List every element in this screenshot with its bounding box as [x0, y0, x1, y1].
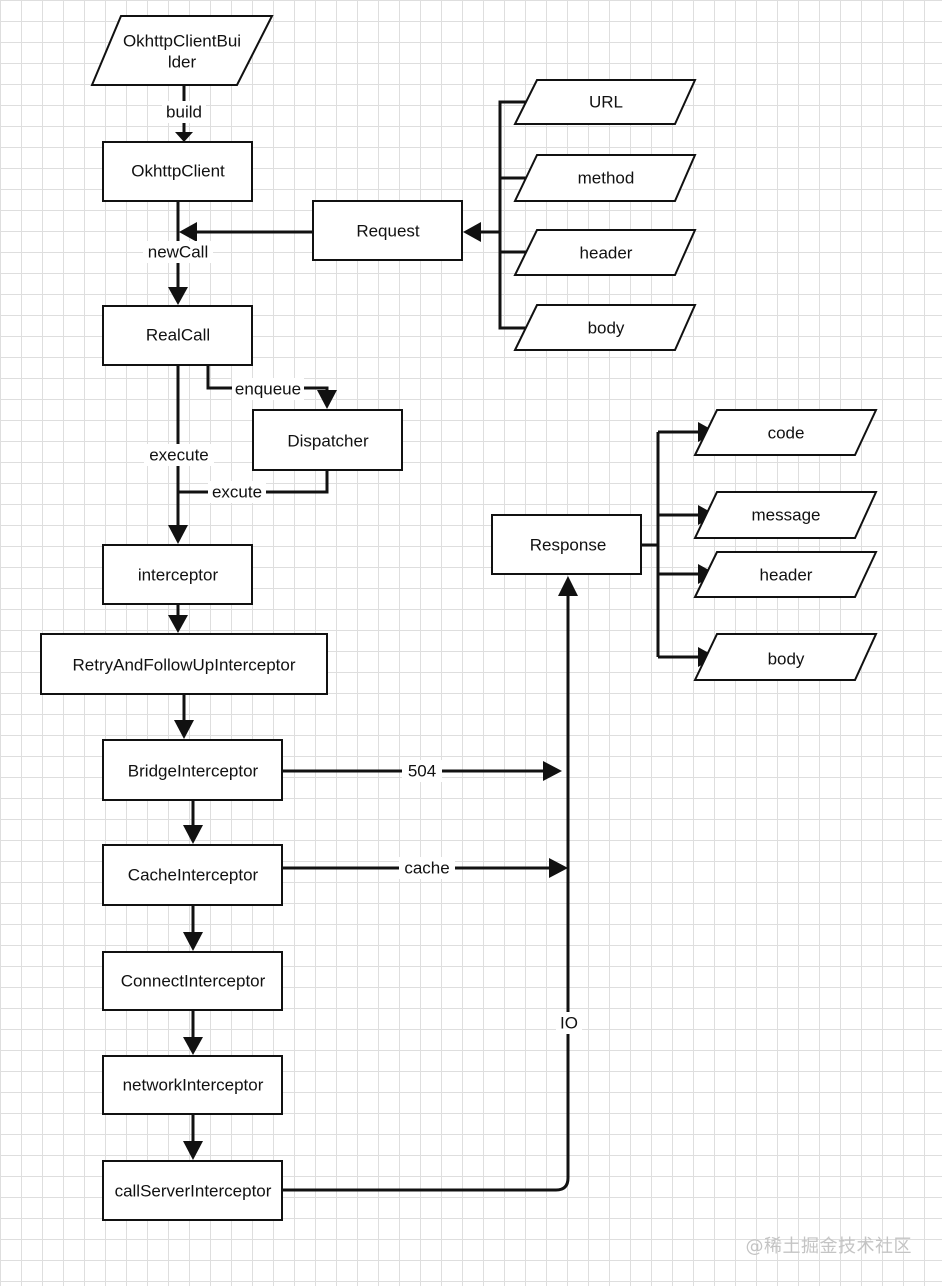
svg-text:BridgeInterceptor: BridgeInterceptor — [128, 762, 259, 781]
node-method: method — [513, 154, 697, 202]
arrowhead — [558, 576, 578, 596]
node-okhttpclient: OkhttpClient — [102, 141, 253, 202]
svg-text:CacheInterceptor: CacheInterceptor — [128, 866, 259, 885]
svg-text:lder: lder — [168, 53, 197, 72]
svg-text:header: header — [580, 244, 633, 263]
edge-io — [283, 588, 570, 1192]
edge-label-cache: cache — [404, 859, 449, 878]
svg-text:code: code — [768, 424, 805, 443]
arrowhead — [174, 720, 194, 739]
edge-label-newcall: newCall — [148, 243, 208, 262]
svg-text:URL: URL — [589, 93, 623, 112]
edge-label-io: IO — [560, 1014, 578, 1033]
node-connectinterceptor: ConnectInterceptor — [102, 951, 283, 1011]
node-response-header: header — [693, 551, 878, 598]
svg-text:Request: Request — [356, 222, 420, 241]
arrowhead — [168, 525, 188, 544]
svg-text:ConnectInterceptor: ConnectInterceptor — [121, 972, 266, 991]
svg-text:Dispatcher: Dispatcher — [287, 432, 369, 451]
arrowhead — [183, 825, 203, 844]
node-interceptor: interceptor — [102, 544, 253, 605]
node-okhttpclientbuilder: OkhttpClientBui lder — [90, 15, 274, 86]
edge-label-504: 504 — [408, 762, 436, 781]
node-bridgeinterceptor: BridgeInterceptor — [102, 739, 283, 801]
arrowhead — [549, 858, 568, 878]
node-request-body: body — [513, 304, 697, 351]
node-request: Request — [312, 200, 463, 261]
arrowhead — [183, 932, 203, 951]
edge-label-build: build — [166, 103, 202, 122]
svg-text:callServerInterceptor: callServerInterceptor — [115, 1182, 272, 1201]
svg-text:OkhttpClientBui: OkhttpClientBui — [123, 32, 241, 51]
node-callserverinterceptor: callServerInterceptor — [102, 1160, 283, 1221]
edge-label-excute: excute — [212, 483, 262, 502]
node-response-body: body — [693, 633, 878, 681]
svg-text:Response: Response — [530, 536, 607, 555]
svg-text:body: body — [588, 319, 625, 338]
svg-text:interceptor: interceptor — [138, 566, 219, 585]
node-cacheinterceptor: CacheInterceptor — [102, 844, 283, 906]
arrowhead — [543, 761, 562, 781]
arrowhead — [317, 390, 337, 409]
svg-text:header: header — [760, 566, 813, 585]
arrowhead — [175, 132, 193, 142]
node-networkinterceptor: networkInterceptor — [102, 1055, 283, 1115]
node-retryandfollowupinterceptor: RetryAndFollowUpInterceptor — [40, 633, 328, 695]
svg-text:body: body — [768, 650, 805, 669]
request-fields-bracket — [474, 100, 537, 330]
svg-text:RealCall: RealCall — [146, 326, 210, 345]
arrowhead — [463, 222, 481, 242]
svg-text:networkInterceptor: networkInterceptor — [123, 1076, 264, 1095]
arrowhead — [168, 287, 188, 305]
arrowhead — [183, 1141, 203, 1160]
node-url: URL — [513, 79, 697, 125]
svg-text:RetryAndFollowUpInterceptor: RetryAndFollowUpInterceptor — [73, 656, 296, 675]
node-realcall: RealCall — [102, 305, 253, 366]
node-message: message — [693, 491, 878, 539]
node-code: code — [693, 409, 878, 456]
svg-text:OkhttpClient: OkhttpClient — [131, 162, 225, 181]
response-fields-bracket — [642, 430, 706, 659]
svg-text:message: message — [752, 506, 821, 525]
node-request-header: header — [513, 229, 697, 276]
arrowhead — [183, 1037, 203, 1055]
watermark: @稀土掘金技术社区 — [745, 1236, 912, 1257]
node-response: Response — [491, 514, 642, 575]
arrowhead — [179, 222, 197, 242]
edge-label-enqueue: enqueue — [235, 380, 301, 399]
arrowhead — [168, 615, 188, 633]
node-dispatcher: Dispatcher — [252, 409, 403, 471]
svg-text:method: method — [578, 169, 635, 188]
edge-label-execute: execute — [149, 446, 209, 465]
